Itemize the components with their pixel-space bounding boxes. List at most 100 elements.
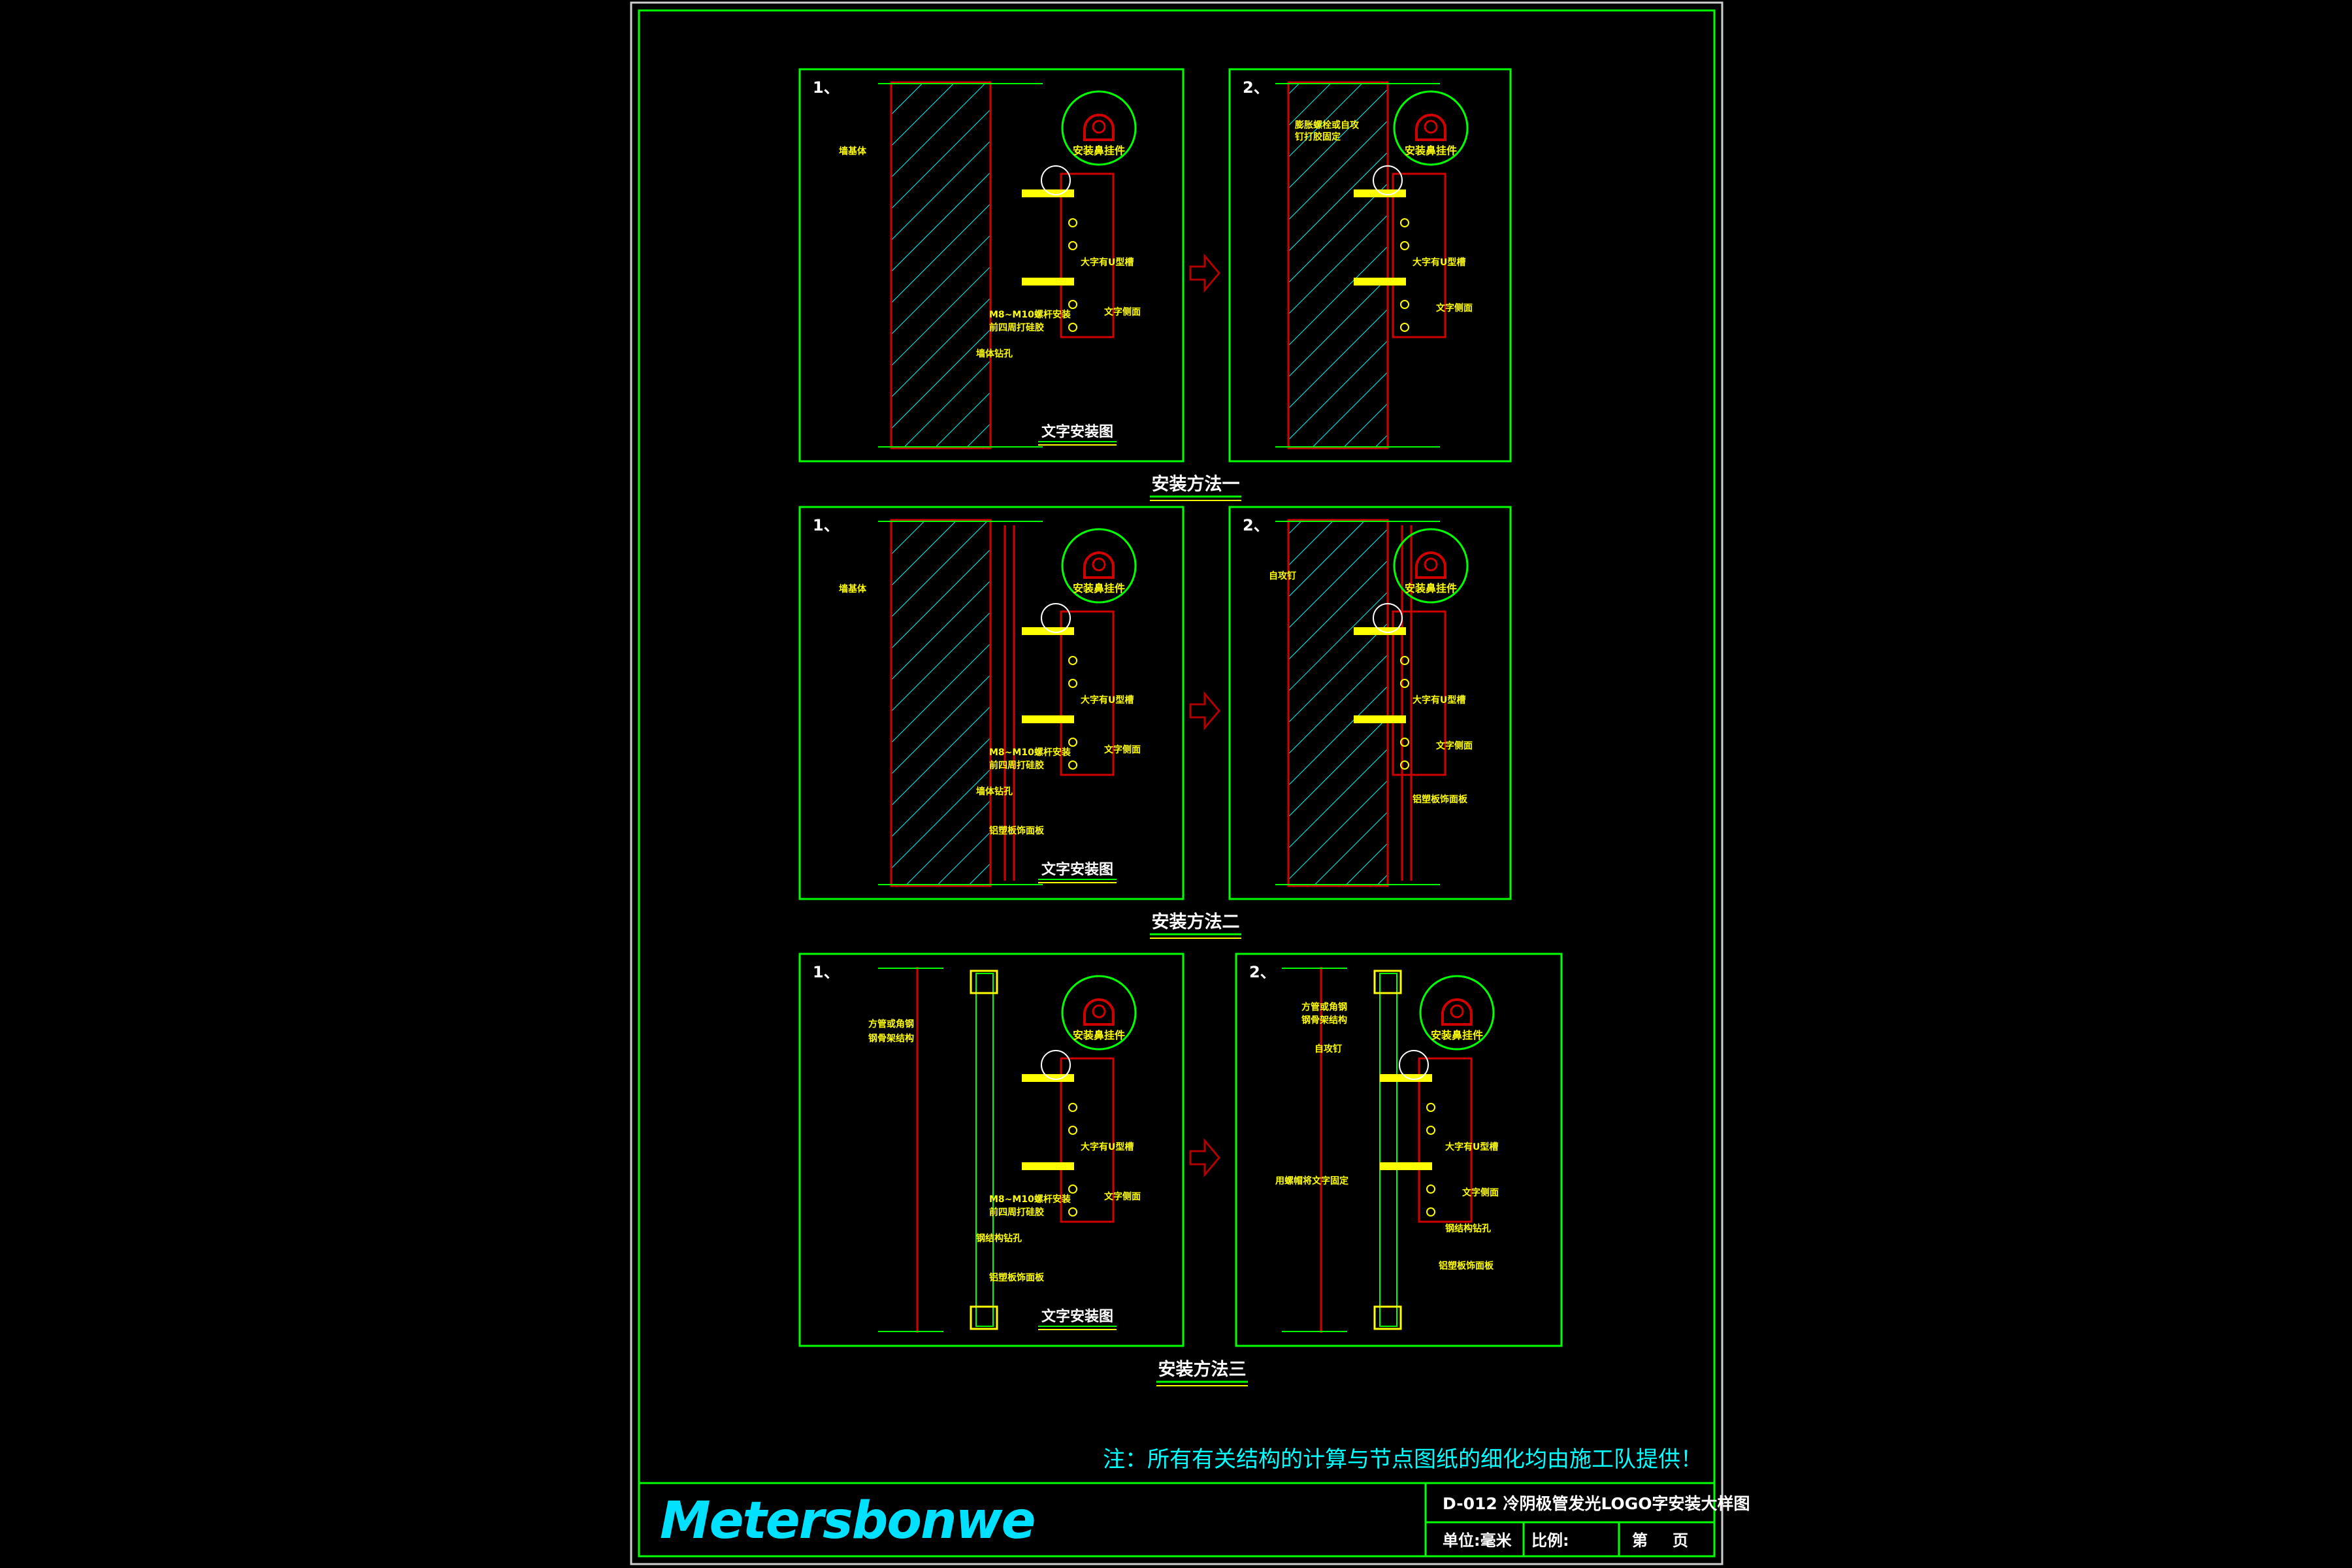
flow-arrow-icon bbox=[1189, 691, 1220, 731]
annotation-label: 文字侧面 bbox=[1104, 744, 1141, 755]
annotation-label: 大字有U型槽 bbox=[1081, 694, 1134, 706]
left-detail-panel: 1、安装鼻挂件墙基体大字有U型槽文字侧面M8~M10螺杆安装前四周打硅胶墙体钻孔… bbox=[798, 506, 1184, 900]
panel-index: 2、 bbox=[1249, 963, 1276, 981]
annotation-label: 大字有U型槽 bbox=[1413, 257, 1465, 268]
steel-tube-bottom bbox=[970, 1305, 998, 1330]
detail-label: 安装鼻挂件 bbox=[1073, 144, 1125, 157]
annotation-label: 前四周打硅胶 bbox=[989, 1207, 1044, 1218]
annotation-label: 方管或角钢 bbox=[1301, 1002, 1347, 1013]
right-detail-panel: 2、安装鼻挂件方管或角钢钢骨架结构自攻钉大字有U型槽用螺帽将文字固定文字侧面钢结… bbox=[1235, 953, 1563, 1347]
detail-bubble bbox=[1061, 975, 1137, 1051]
letter-section bbox=[1060, 1057, 1115, 1223]
mount-bracket-icon bbox=[1083, 114, 1115, 141]
annotation-label: 文字侧面 bbox=[1436, 302, 1473, 314]
detail-label: 安装鼻挂件 bbox=[1073, 1029, 1125, 1041]
annotation-label: 大字有U型槽 bbox=[1413, 694, 1465, 706]
fastener-mark bbox=[1068, 241, 1077, 250]
detail-label: 安装鼻挂件 bbox=[1405, 144, 1457, 157]
steel-frame bbox=[1379, 973, 1397, 1327]
annotation-label: 墙体钻孔 bbox=[976, 348, 1013, 359]
annotation-label: 前四周打硅胶 bbox=[989, 322, 1044, 333]
wall-section bbox=[890, 81, 992, 449]
annotation-label: 文字侧面 bbox=[1104, 1191, 1141, 1202]
letter-section bbox=[1060, 172, 1115, 338]
fastener-mark bbox=[1068, 1207, 1077, 1217]
method-row-1: 安装方法一1、安装鼻挂件墙基体大字有U型槽文字侧面M8~M10螺杆安装前四周打硅… bbox=[798, 68, 1512, 501]
wall-section bbox=[1287, 81, 1389, 449]
annotation-label: 钢骨架结构 bbox=[868, 1033, 914, 1044]
wall-section bbox=[890, 519, 992, 887]
wall-section bbox=[1287, 519, 1389, 887]
letter-section bbox=[1392, 172, 1446, 338]
annotation-label: 前四周打硅胶 bbox=[989, 760, 1044, 771]
detail-bubble bbox=[1393, 90, 1469, 166]
sheet-outer-frame bbox=[630, 1, 1723, 1565]
method-caption: 安装方法二 bbox=[1152, 911, 1240, 932]
annotation-label: 文字侧面 bbox=[1436, 740, 1473, 751]
scale-label: 比例: bbox=[1531, 1531, 1569, 1550]
method-caption: 安装方法三 bbox=[1158, 1359, 1247, 1380]
panel-title: 文字安装图 bbox=[1041, 861, 1113, 878]
annotation-label: 铝塑板饰面板 bbox=[989, 825, 1045, 836]
left-detail-panel: 1、安装鼻挂件墙基体大字有U型槽文字侧面M8~M10螺杆安装前四周打硅胶墙体钻孔… bbox=[798, 68, 1184, 463]
annotation-label: 自攻钉 bbox=[1315, 1043, 1342, 1054]
fastener-mark bbox=[1400, 760, 1409, 770]
panel-index: 1、 bbox=[813, 516, 840, 534]
annotation-label: 钢骨架结构 bbox=[1301, 1015, 1347, 1026]
panel-title: 文字安装图 bbox=[1041, 423, 1113, 440]
panel-frame bbox=[798, 506, 1184, 900]
detail-label: 安装鼻挂件 bbox=[1073, 582, 1125, 595]
flow-arrow-icon bbox=[1189, 1137, 1220, 1178]
mount-bracket-icon bbox=[1092, 557, 1106, 572]
method-caption: 安装方法一 bbox=[1152, 474, 1240, 495]
fastener-mark bbox=[1068, 1184, 1077, 1194]
fastener-mark bbox=[1068, 1126, 1077, 1135]
steel-tube-bottom bbox=[1373, 1305, 1402, 1330]
fastener-mark bbox=[1400, 656, 1409, 665]
detail-callout bbox=[1041, 165, 1071, 195]
panel-index: 1、 bbox=[813, 78, 840, 97]
detail-label: 安装鼻挂件 bbox=[1405, 582, 1457, 595]
annotation-label: 大字有U型槽 bbox=[1081, 1141, 1134, 1152]
mount-bracket-icon bbox=[1092, 120, 1106, 134]
annotation-label: 大字有U型槽 bbox=[1445, 1141, 1498, 1152]
fastener-mark bbox=[1426, 1184, 1435, 1194]
letter-section bbox=[1392, 610, 1446, 776]
annotation-label: 钢结构钻孔 bbox=[1445, 1223, 1491, 1234]
brand-logo: Metersbonwe bbox=[660, 1492, 1035, 1550]
page-suffix: 页 bbox=[1673, 1531, 1688, 1550]
steel-tube-top bbox=[1373, 970, 1402, 994]
mount-bracket-icon bbox=[1083, 998, 1115, 1026]
fastener-mark bbox=[1400, 323, 1409, 332]
panel-index: 2、 bbox=[1243, 78, 1269, 97]
mount-bracket-icon bbox=[1415, 114, 1446, 141]
annotation-label: 铝塑板饰面板 bbox=[1439, 1260, 1494, 1271]
detail-bubble bbox=[1419, 975, 1495, 1051]
annotation-label: 大字有U型槽 bbox=[1081, 257, 1134, 268]
flow-arrow-icon bbox=[1189, 253, 1220, 293]
panel-index: 2、 bbox=[1243, 516, 1269, 534]
mount-bracket-icon bbox=[1441, 998, 1473, 1026]
fastener-mark bbox=[1068, 323, 1077, 332]
steel-frame bbox=[975, 973, 994, 1327]
annotation-label: 文字侧面 bbox=[1462, 1187, 1499, 1198]
letter-section bbox=[1060, 610, 1115, 776]
fastener-mark bbox=[1426, 1103, 1435, 1112]
panel-frame bbox=[798, 68, 1184, 463]
annotation-label: M8~M10螺杆安装 bbox=[989, 1194, 1071, 1205]
mount-bracket-icon bbox=[1415, 551, 1446, 579]
detail-callout bbox=[1373, 603, 1403, 633]
detail-bubble bbox=[1061, 90, 1137, 166]
annotation-label: 文字侧面 bbox=[1104, 306, 1141, 318]
annotation-label: 墙体钻孔 bbox=[976, 786, 1013, 797]
panel-frame bbox=[798, 953, 1184, 1347]
annotation-label: 铝塑板饰面板 bbox=[989, 1272, 1045, 1283]
page-prefix: 第 bbox=[1632, 1531, 1648, 1550]
fastener-mark bbox=[1068, 300, 1077, 309]
mount-bracket-icon bbox=[1424, 120, 1438, 134]
annotation-label: 墙基体 bbox=[839, 146, 867, 157]
fastener-mark bbox=[1400, 738, 1409, 747]
drawing-title: D-012 冷阴极管发光LOGO字安装大样图 bbox=[1443, 1494, 1750, 1513]
panel-index: 1、 bbox=[813, 963, 840, 981]
